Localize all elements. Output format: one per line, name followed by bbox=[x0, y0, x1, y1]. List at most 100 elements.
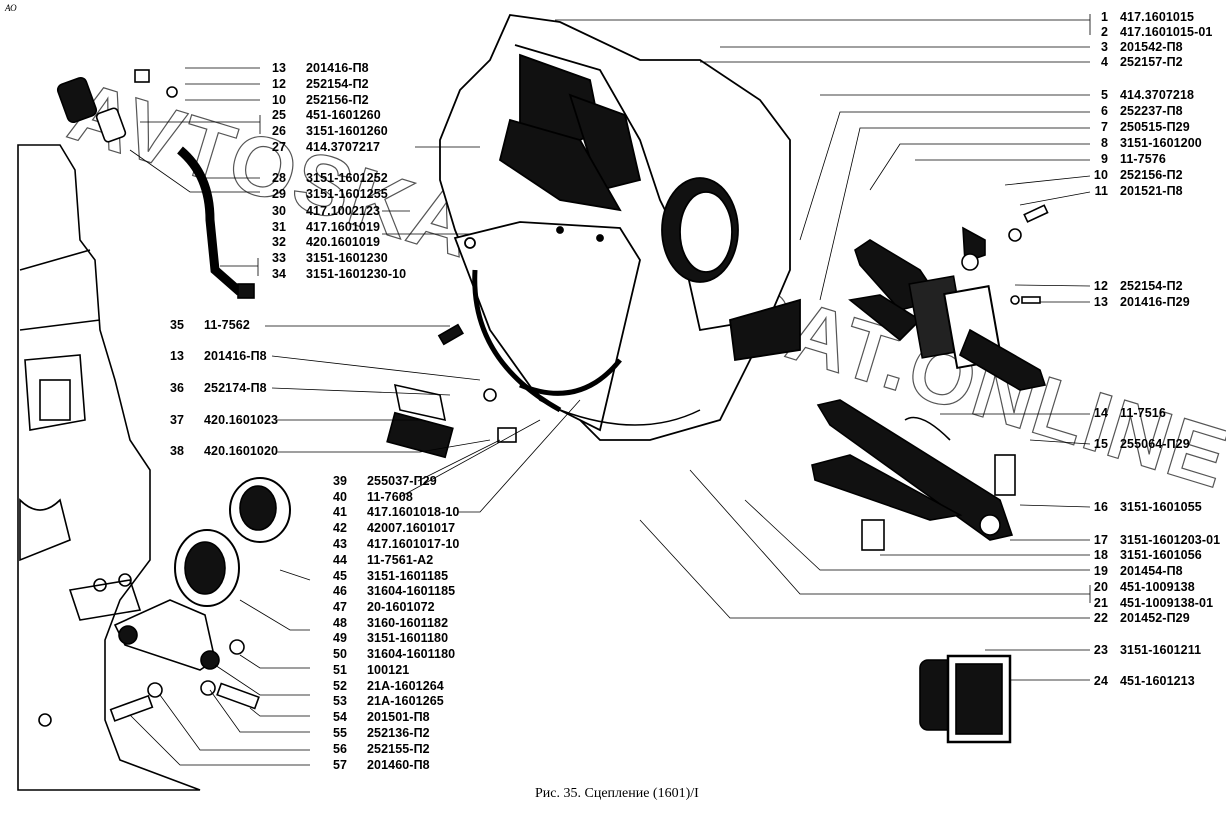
part-code: 100121 bbox=[367, 663, 410, 677]
part-code: 3151-1601200 bbox=[1120, 136, 1202, 150]
part-code: 252154-П2 bbox=[306, 77, 369, 91]
part-code: 252155-П2 bbox=[367, 742, 430, 756]
part-code: 252136-П2 bbox=[367, 726, 430, 740]
corner-mark: АО bbox=[5, 3, 17, 13]
part-code: 250515-П29 bbox=[1120, 120, 1190, 134]
part-code: 201454-П8 bbox=[1120, 564, 1183, 578]
flywheel-shield bbox=[472, 269, 701, 426]
part-code: 3151-1601056 bbox=[1120, 548, 1202, 562]
part-code: 451-1009138 bbox=[1120, 580, 1195, 594]
part-code: 414.3707218 bbox=[1120, 88, 1195, 102]
dust-boot bbox=[919, 654, 1012, 744]
clutch-housing bbox=[439, 14, 801, 441]
part-code: 252174-П8 bbox=[204, 381, 267, 395]
part-code: 201416-П8 bbox=[306, 61, 369, 75]
part-code: 3151-1601203-01 bbox=[1120, 533, 1221, 547]
part-code: 3151-1601230 bbox=[306, 251, 388, 265]
part-code: 252157-П2 bbox=[1120, 55, 1183, 69]
part-code: 201521-П8 bbox=[1120, 184, 1183, 198]
part-code: 3151-1601230-10 bbox=[306, 267, 407, 281]
part-code: 3151-1601255 bbox=[306, 187, 388, 201]
part-code: 3151-1601260 bbox=[306, 124, 388, 138]
part-code: 42007.1601017 bbox=[367, 521, 456, 535]
part-code: 201501-П8 bbox=[367, 710, 430, 724]
part-code: 417.1601019 bbox=[306, 220, 381, 234]
part-code: 31604-1601185 bbox=[367, 584, 456, 598]
part-code: 417.1601015-01 bbox=[1120, 25, 1213, 39]
part-code: 252156-П2 bbox=[306, 93, 369, 107]
part-code: 420.1601023 bbox=[204, 413, 279, 427]
engine-block bbox=[17, 144, 201, 791]
part-code: 417.1601017-10 bbox=[367, 537, 460, 551]
part-code: 252156-П2 bbox=[1120, 168, 1183, 182]
part-code: 20-1601072 bbox=[367, 600, 435, 614]
part-code: 3151-1601185 bbox=[367, 569, 449, 583]
part-code: 417.1002123 bbox=[306, 204, 381, 218]
part-code: 11-7608 bbox=[367, 490, 413, 504]
figure-caption: Рис. 35. Сцепление (1601)/I bbox=[535, 786, 699, 801]
part-code: 11-7561-А2 bbox=[367, 553, 434, 567]
release-fork bbox=[848, 204, 1049, 391]
part-code: 255064-П29 bbox=[1120, 437, 1190, 451]
part-code: 451-1009138-01 bbox=[1120, 596, 1214, 610]
part-code: 21А-1601265 bbox=[367, 694, 444, 708]
part-code: 255037-П29 bbox=[367, 474, 437, 488]
part-code: 420.1601020 bbox=[204, 444, 279, 458]
part-code: 31604-1601180 bbox=[367, 647, 456, 661]
part-code: 417.1601018-10 bbox=[367, 505, 460, 519]
part-code: 414.3707217 bbox=[306, 140, 381, 154]
part-code: 451-1601260 bbox=[306, 108, 381, 122]
part-code: 201416-П29 bbox=[1120, 295, 1190, 309]
part-code: 201452-П29 bbox=[1120, 611, 1190, 625]
part-code: 3151-1601055 bbox=[1120, 500, 1202, 514]
part-code: 11-7562 bbox=[204, 318, 250, 332]
part-code: 451-1601213 bbox=[1120, 674, 1195, 688]
